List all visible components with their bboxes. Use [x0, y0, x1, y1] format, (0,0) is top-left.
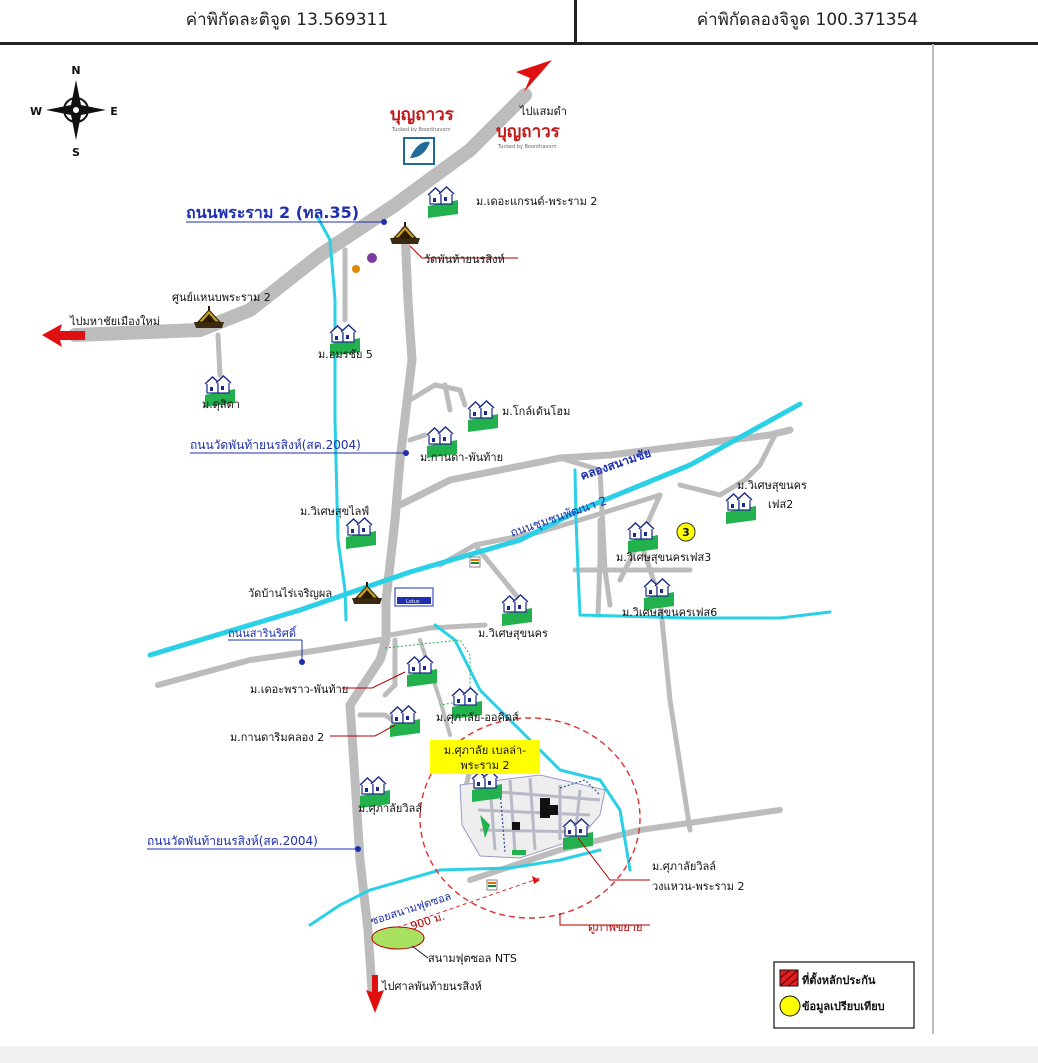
place-kannada: ม.กานดา-พันท้าย — [420, 451, 503, 464]
temple-icon — [389, 221, 421, 245]
house-icon — [427, 186, 459, 219]
place-kannada-klong: ม.กานดาริมคลอง 2 — [230, 731, 324, 744]
place-amornchai: ม.อมรชัย 5 — [318, 348, 373, 361]
sarinrat-road-label: ถนนสารินริศดิ์ — [228, 625, 298, 640]
direction-arrows — [42, 60, 552, 1013]
canal-main — [147, 401, 803, 658]
compass-w: W — [30, 105, 42, 118]
seven-eleven-icon — [486, 879, 498, 891]
location-map: N S E W บุญถาวร Tucked by Boonthavorn บุ… — [30, 60, 915, 1029]
coordinate-bar: ค่าพิกัดละติจูด 13.569311 ค่าพิกัดลองจิจ… — [0, 0, 1038, 45]
football-field-marker — [371, 926, 425, 950]
seven-eleven-icon — [469, 556, 481, 568]
shop-icon — [352, 265, 360, 273]
footer-band — [0, 1046, 1038, 1063]
rama2-highway — [68, 88, 532, 342]
to-samaedam-label: ไปแสมดำ — [519, 105, 567, 118]
subject-property-label: ม.ศุภาลัย เบลล่า- พระราม 2 — [430, 740, 540, 774]
house-icon — [471, 770, 503, 803]
house-icon — [389, 705, 421, 738]
expand-view-label: ดูภาพขยาย — [588, 921, 642, 934]
svg-text:Tucked by Boonthavorn: Tucked by Boonthavorn — [497, 144, 557, 150]
comparison-marker — [676, 522, 696, 542]
legend-collateral: ที่ตั้งหลักประกัน — [802, 972, 876, 987]
fuel-station-icon — [367, 253, 377, 263]
subject-line2: พระราม 2 — [461, 759, 510, 772]
comparison-number: 3 — [682, 526, 690, 539]
place-supalai-orchid: ม.ศุภาลัย-ออคิดส์ — [436, 711, 519, 724]
house-icon — [725, 492, 757, 525]
place-supalai-ring-line1: ม.ศุภาลัยวิลล์ — [652, 860, 716, 873]
place-wisetsuk-life: ม.วิเศษสุขไลฟ์ — [300, 505, 369, 518]
wat-phanthai-road-label-lower: ถนนวัดพันท้ายนรสิงห์(สค.2004) — [147, 834, 318, 848]
house-icon — [627, 521, 659, 554]
place-hanob: ศูนย์แหนบพระราม 2 — [172, 291, 271, 304]
place-wat-phanthai: วัดพันท้ายนรสิงห์ — [424, 253, 505, 266]
subject-line1: ม.ศุภาลัย เบลล่า- — [444, 744, 526, 757]
arrow-west — [42, 324, 85, 347]
longitude-label: ค่าพิกัดลองจิจูด 100.371354 — [696, 10, 919, 30]
place-wat-banrai: วัดบ้านไร่เจริญผล — [248, 587, 332, 600]
place-football: สนามฟุตซอล NTS — [428, 952, 517, 965]
place-the-praw: ม.เดอะพราว-พันท้าย — [250, 683, 348, 696]
arrow-south — [366, 975, 384, 1013]
place-supalai-ring-line2: วงแหวน-พระราม 2 — [652, 880, 744, 893]
place-grand-rama2: ม.เดอะแกรนด์-พระราม 2 — [476, 195, 597, 208]
map-right-border — [932, 44, 934, 1034]
radius-circle — [419, 717, 641, 919]
main-ns-road — [345, 225, 417, 995]
compass-s: S — [72, 146, 80, 159]
waterways — [147, 214, 832, 927]
to-court-label: ไปศาลพันท้ายนรสิงห์ — [381, 980, 482, 993]
coordinate-divider — [574, 0, 577, 42]
comparison-swatch — [779, 995, 801, 1017]
place-dusita: ม.ดุสิตา — [202, 398, 240, 411]
compass-e: E — [110, 105, 118, 118]
latitude-label: ค่าพิกัดละติจูด 13.569311 — [185, 10, 389, 30]
house-icon — [501, 594, 533, 627]
boonthavorn-logo: บุญถาวร Tucked by Boonthavorn บุญถาวร Tu… — [390, 105, 561, 165]
arrow-northeast — [516, 60, 552, 92]
compass-rose: N S E W — [30, 64, 118, 159]
places-layer: ม.เดอะแกรนด์-พระราม 2 วัดพันท้ายนรสิงห์ … — [172, 186, 807, 965]
to-mahachai-label: ไปมหาชัยเมืองใหม่ — [69, 315, 160, 328]
map-legend: ที่ตั้งหลักประกัน ข้อมูลเปรียบเทียบ — [773, 961, 915, 1029]
house-icon — [406, 655, 438, 688]
place-wisetsuk-phase6: ม.วิเศษสุขนครเฟส6 — [622, 606, 717, 619]
place-golden-home: ม.โกล์เด้นโฮม — [502, 404, 570, 418]
house-icon — [467, 400, 499, 433]
legend-comparison: ข้อมูลเปรียบเทียบ — [802, 1000, 885, 1014]
house-icon — [345, 517, 377, 550]
place-wisetsuk-phase2-line1: ม.วิเศษสุขนคร — [737, 479, 807, 492]
rama2-road-label: ถนนพระราม 2 (ทล.35) — [186, 203, 359, 222]
place-supalai-ville: ม.ศุภาลัยวิลล์ — [358, 802, 422, 815]
place-wisetsuk-phase3: ม.วิเศษสุขนครเฟส3 — [616, 551, 711, 564]
svg-text:บุญถาวร: บุญถาวร — [390, 105, 455, 125]
place-wisetsuk-phase2-line2: เฟส2 — [768, 498, 793, 511]
road-network — [68, 88, 794, 995]
svg-text:บุญถาวร: บุญถาวร — [496, 122, 561, 142]
wat-phanthai-road-label-upper: ถนนวัดพันท้ายนรสิงห์(สค.2004) — [190, 438, 361, 452]
lotus-label: Lotus — [406, 599, 420, 605]
place-wisetsukhonkorn: ม.วิเศษสุขนคร — [478, 627, 548, 640]
svg-text:Tucked by Boonthavorn: Tucked by Boonthavorn — [391, 127, 451, 133]
compass-n: N — [71, 64, 80, 77]
